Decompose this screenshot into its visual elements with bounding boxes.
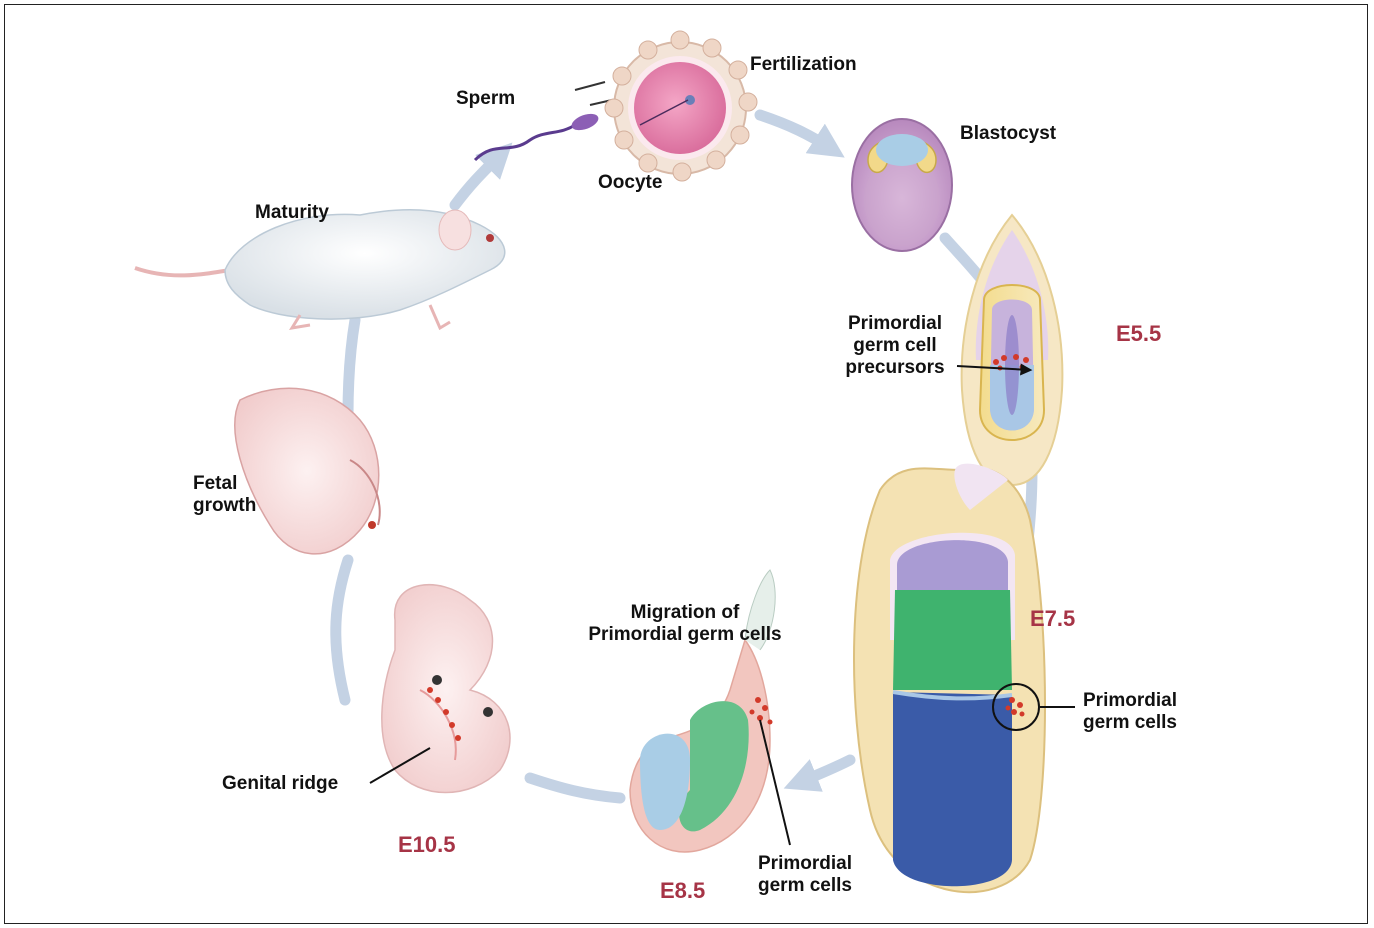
migration-label: Migration of Primordial germ cells (570, 602, 800, 646)
stage-e55-label: E5.5 (1116, 321, 1161, 347)
stage-e85-label: E8.5 (660, 878, 705, 904)
genital-ridge-label: Genital ridge (222, 773, 338, 795)
stage-e105-label: E10.5 (398, 832, 456, 858)
arrow-e85-to-e105 (530, 778, 620, 798)
maturity-label: Maturity (255, 202, 329, 224)
stage-e75-label: E7.5 (1030, 606, 1075, 632)
arrow-e105-to-fetal (336, 560, 348, 700)
arrow-maturity-to-sperm (455, 155, 500, 205)
e75-embryo (854, 464, 1045, 892)
fetal-growth-label: Fetal growth (193, 473, 256, 517)
arrow-e75-to-e85 (800, 760, 850, 782)
pgc-e75-label: Primordial germ cells (1070, 690, 1190, 734)
fetus (235, 388, 380, 554)
arrow-fertilization-to-blastocyst (760, 115, 830, 148)
blastocyst-embryo (852, 119, 952, 251)
fertilization-label: Fertilization (750, 54, 857, 76)
pgc-precursors-label: Primordial germ cell precursors (835, 313, 955, 379)
e105-embryo (382, 585, 510, 793)
arrow-fetal-to-maturity (348, 320, 355, 415)
blastocyst-label: Blastocyst (960, 123, 1056, 145)
pgc-e85-label: Primordial germ cells (745, 853, 865, 897)
mouse (135, 210, 505, 328)
sperm-label: Sperm (456, 88, 515, 110)
oocyte-label: Oocyte (598, 172, 662, 194)
e55-embryo (962, 215, 1063, 485)
oocyte-cell (605, 31, 757, 181)
